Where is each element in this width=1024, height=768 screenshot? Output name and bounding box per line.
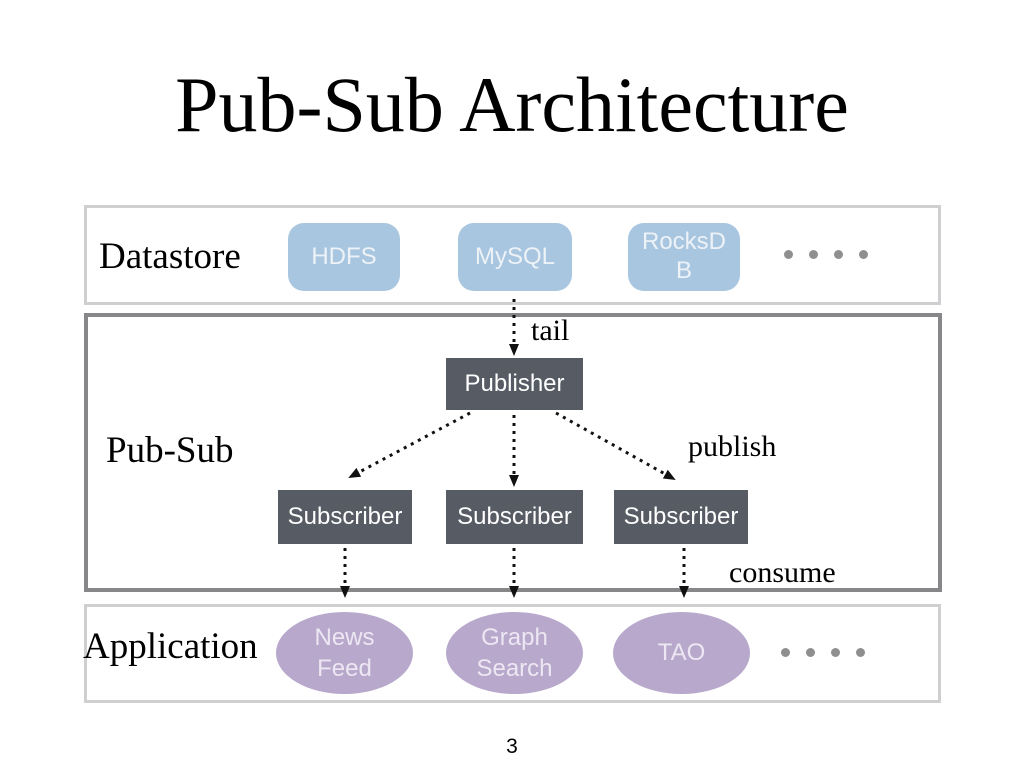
datastore-ellipsis-dots bbox=[784, 250, 868, 259]
ellipsis-dot bbox=[856, 648, 865, 657]
ellipsis-dot bbox=[859, 250, 868, 259]
node-subscriber-3: Subscriber bbox=[614, 490, 748, 544]
ellipsis-dot bbox=[784, 250, 793, 259]
node-news-feed: News Feed bbox=[276, 612, 413, 694]
edge-label-publish: publish bbox=[688, 430, 777, 463]
node-publisher: Publisher bbox=[446, 358, 583, 410]
edge-label-tail: tail bbox=[531, 314, 570, 347]
ellipsis-dot bbox=[831, 648, 840, 657]
ellipsis-dot bbox=[834, 250, 843, 259]
node-mysql: MySQL bbox=[458, 223, 572, 291]
ellipsis-dot bbox=[806, 648, 815, 657]
pubsub-band-label: Pub-Sub bbox=[106, 430, 234, 471]
slide-title: Pub-Sub Architecture bbox=[175, 61, 849, 148]
page-number: 3 bbox=[506, 735, 518, 758]
node-subscriber-2: Subscriber bbox=[446, 490, 583, 544]
node-rocksdb: RocksDB bbox=[628, 223, 740, 291]
ellipsis-dot bbox=[781, 648, 790, 657]
datastore-band-label: Datastore bbox=[99, 236, 241, 277]
application-band-label: Application bbox=[83, 626, 258, 667]
node-hdfs: HDFS bbox=[288, 223, 400, 291]
node-graph-search: Graph Search bbox=[446, 612, 583, 694]
node-tao: TAO bbox=[613, 612, 750, 694]
node-subscriber-1: Subscriber bbox=[278, 490, 412, 544]
application-ellipsis-dots bbox=[781, 648, 865, 657]
ellipsis-dot bbox=[809, 250, 818, 259]
edge-label-consume: consume bbox=[729, 556, 836, 589]
